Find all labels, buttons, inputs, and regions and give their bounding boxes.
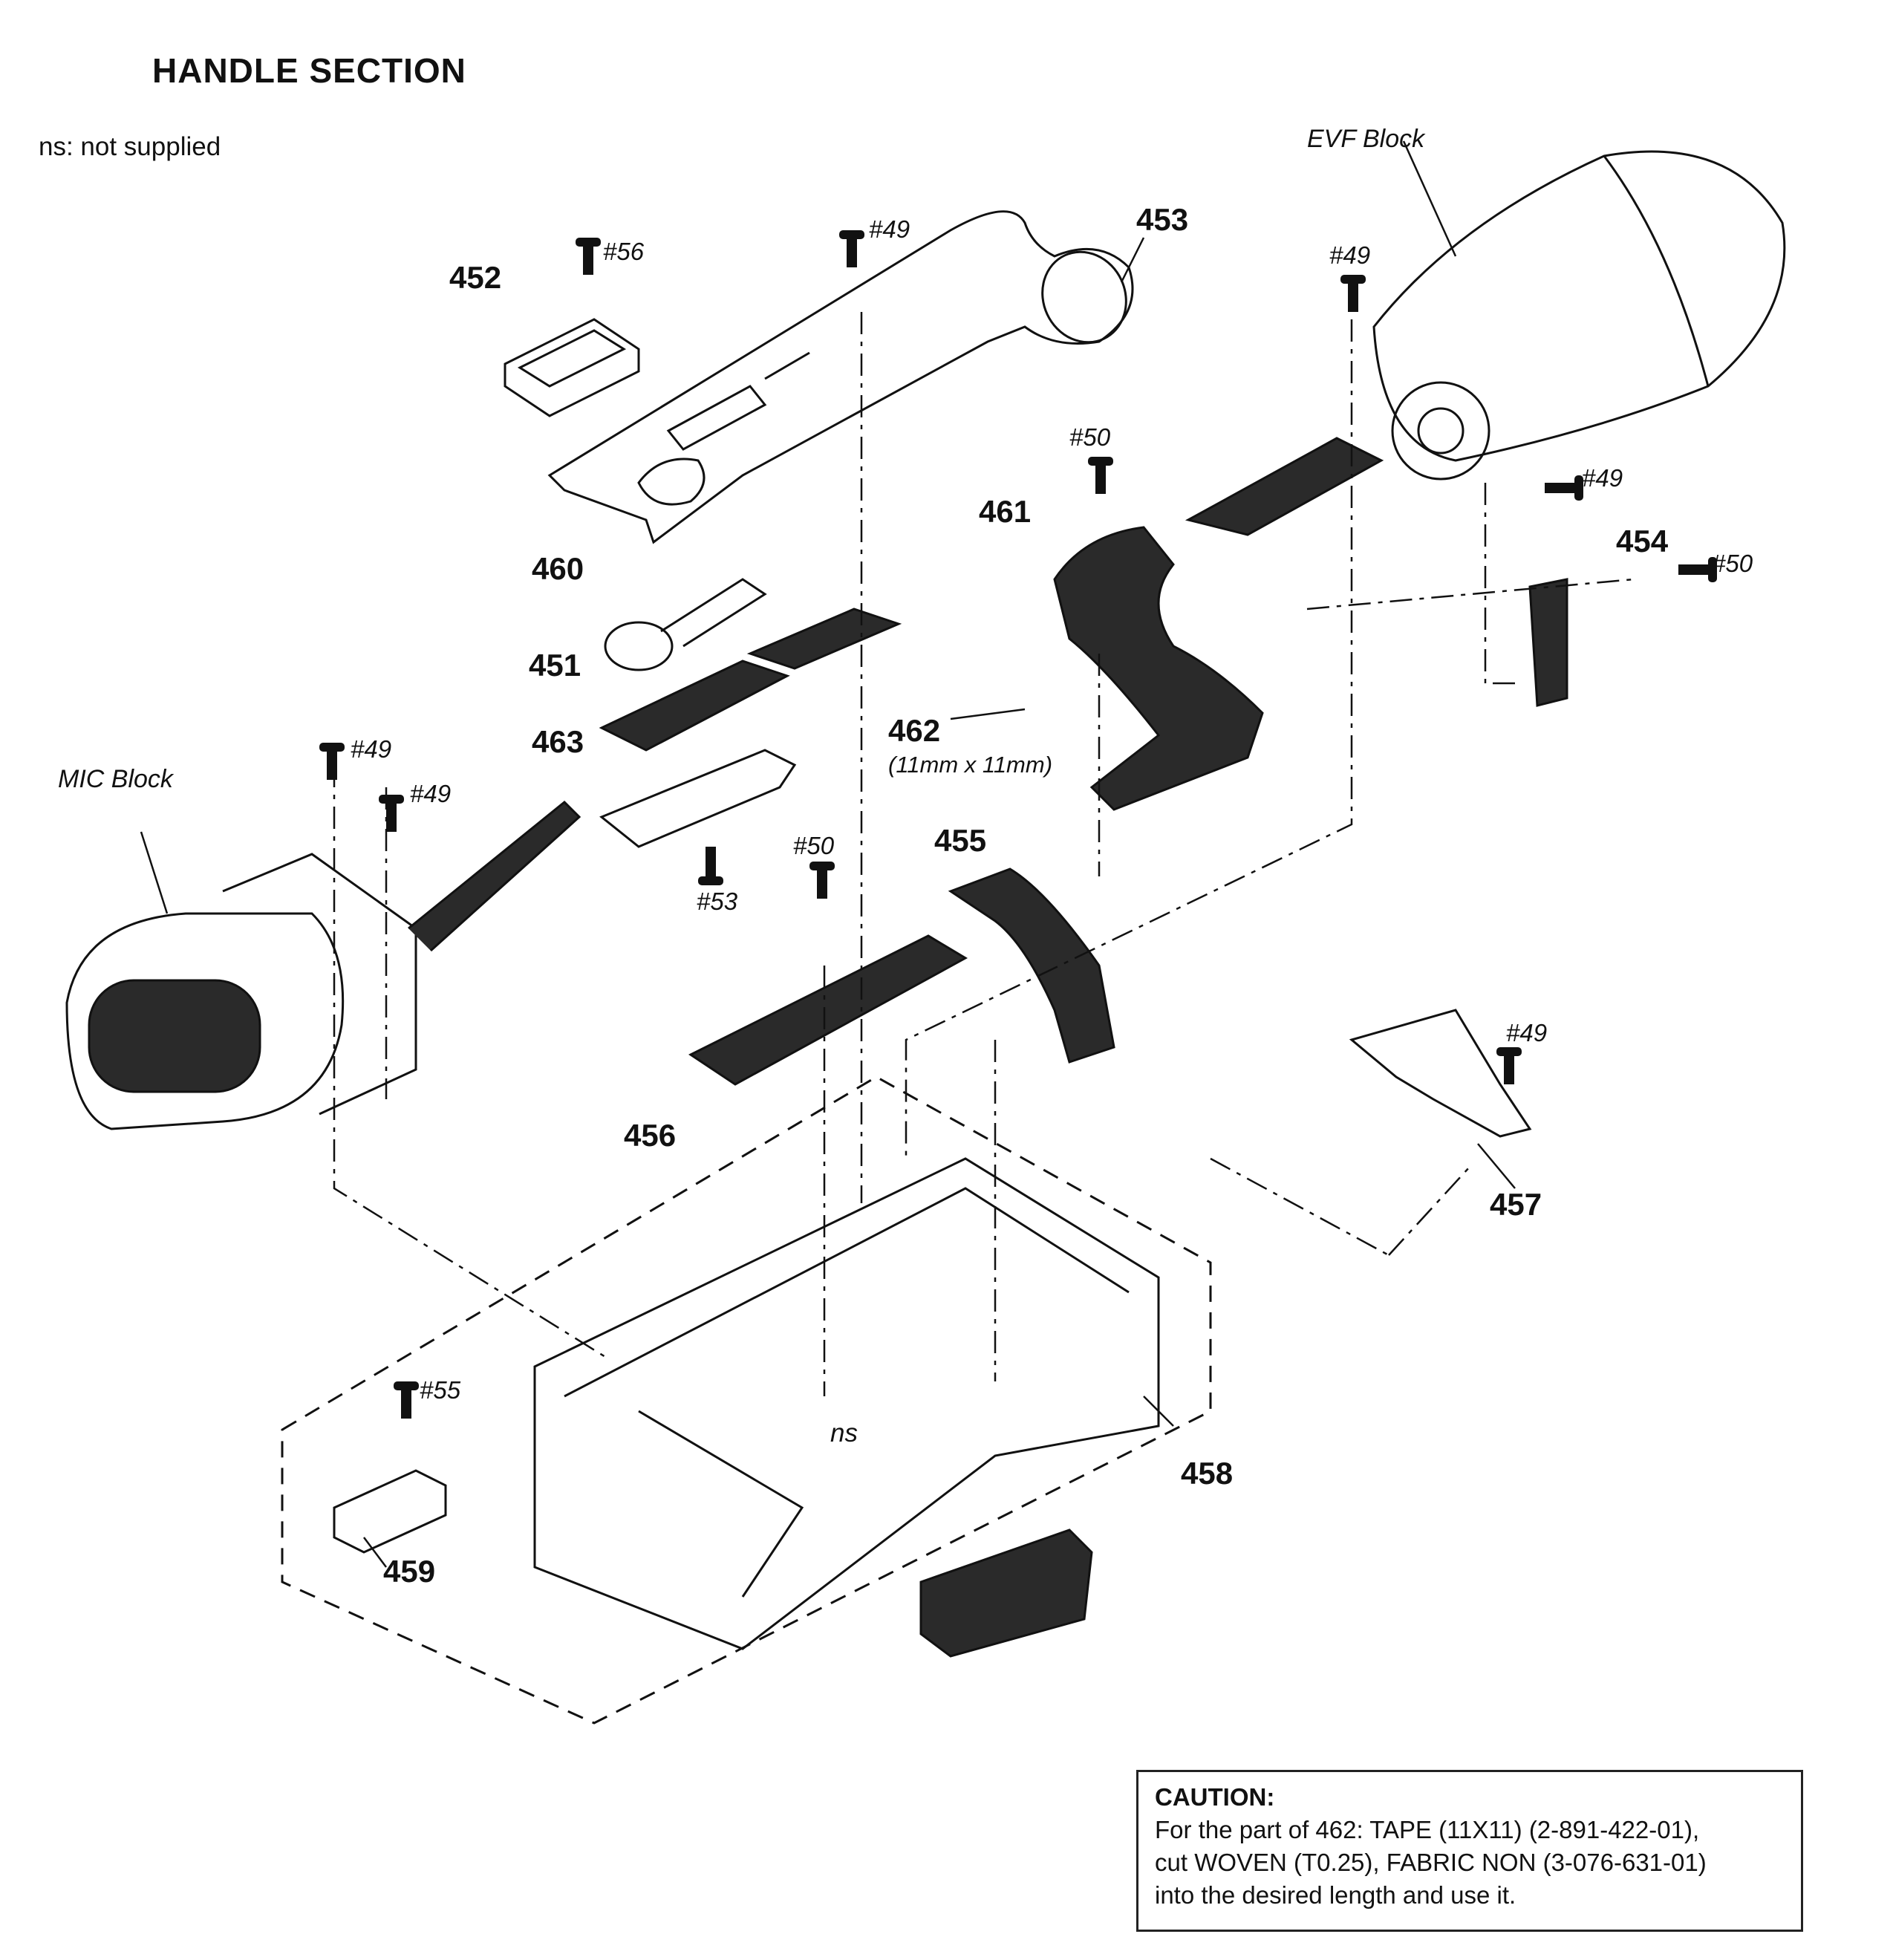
evf-eyepiece-ring — [1391, 381, 1490, 481]
part-460-dial — [604, 621, 674, 671]
caution-line-3: into the desired length and use it. — [1155, 1881, 1516, 1909]
mic-block-body — [65, 912, 345, 1130]
part-label-458: 458 — [1181, 1456, 1234, 1491]
part-label-454: 454 — [1616, 524, 1669, 559]
screw-label-49-mic-b: #49 — [410, 780, 452, 807]
caution-box: CAUTION: For the part of 462: TAPE (11X1… — [1136, 1770, 1803, 1932]
page-title: HANDLE SECTION — [152, 51, 466, 90]
part-label-459: 459 — [383, 1554, 436, 1589]
part-452-bracket — [504, 318, 640, 417]
evf-block-body — [1372, 150, 1786, 462]
caution-line-1: For the part of 462: TAPE (11X11) (2-891… — [1155, 1816, 1700, 1843]
part-label-453: 453 — [1136, 202, 1189, 237]
part-453-handle-cover — [547, 210, 1134, 544]
part-label-463: 463 — [532, 724, 584, 759]
part-454-strip — [1528, 578, 1568, 707]
screw-label-55: #55 — [420, 1376, 461, 1404]
part-label-460: 460 — [532, 551, 584, 586]
part-459-clip — [333, 1469, 447, 1554]
ns-part-label: ns — [830, 1419, 858, 1448]
part-457-hook — [1349, 1009, 1532, 1138]
screw-label-50-454: #50 — [1712, 550, 1753, 577]
screw-label-49-mic-a: #49 — [351, 735, 392, 763]
screw-label-56: #56 — [603, 238, 645, 265]
part-label-461: 461 — [979, 494, 1032, 529]
assembly-458-dashed-outline — [281, 1075, 1212, 1725]
screw-label-50-461: #50 — [1069, 423, 1111, 451]
part-label-456: 456 — [624, 1118, 677, 1153]
part-label-457: 457 — [1490, 1187, 1542, 1222]
part-455-flex — [948, 867, 1115, 1064]
caution-line-2: cut WOVEN (T0.25), FABRIC NON (3-076-631… — [1155, 1849, 1707, 1876]
part-453-end-cap — [1041, 250, 1127, 344]
screw-label-49-bracket: #49 — [1582, 464, 1623, 492]
ns-note: ns: not supplied — [39, 132, 221, 161]
screw-label-49-handle: #49 — [869, 215, 910, 243]
screw-label-49-evf: #49 — [1329, 241, 1371, 269]
part-label-455: 455 — [934, 823, 987, 858]
part-451-plate — [599, 660, 790, 752]
part-461-flex — [1053, 526, 1264, 811]
part-label-462: 462 — [888, 713, 941, 748]
part-458-base — [533, 1157, 1160, 1650]
caution-title: CAUTION: — [1155, 1783, 1275, 1811]
screw-label-50-456: #50 — [793, 832, 835, 859]
screw-label-53: #53 — [697, 888, 738, 915]
mic-block-label: MIC Block — [58, 765, 173, 793]
part-456-board — [688, 934, 968, 1086]
tape-dimension: (11mm x 11mm) — [888, 752, 1053, 778]
evf-block-label: EVF Block — [1307, 125, 1425, 153]
part-463-plate — [599, 749, 797, 848]
screw-label-49-457: #49 — [1506, 1019, 1548, 1046]
part-label-451: 451 — [529, 648, 581, 683]
part-label-452: 452 — [449, 260, 502, 295]
flex-bottom — [919, 1528, 1093, 1658]
mic-grille — [88, 979, 261, 1093]
